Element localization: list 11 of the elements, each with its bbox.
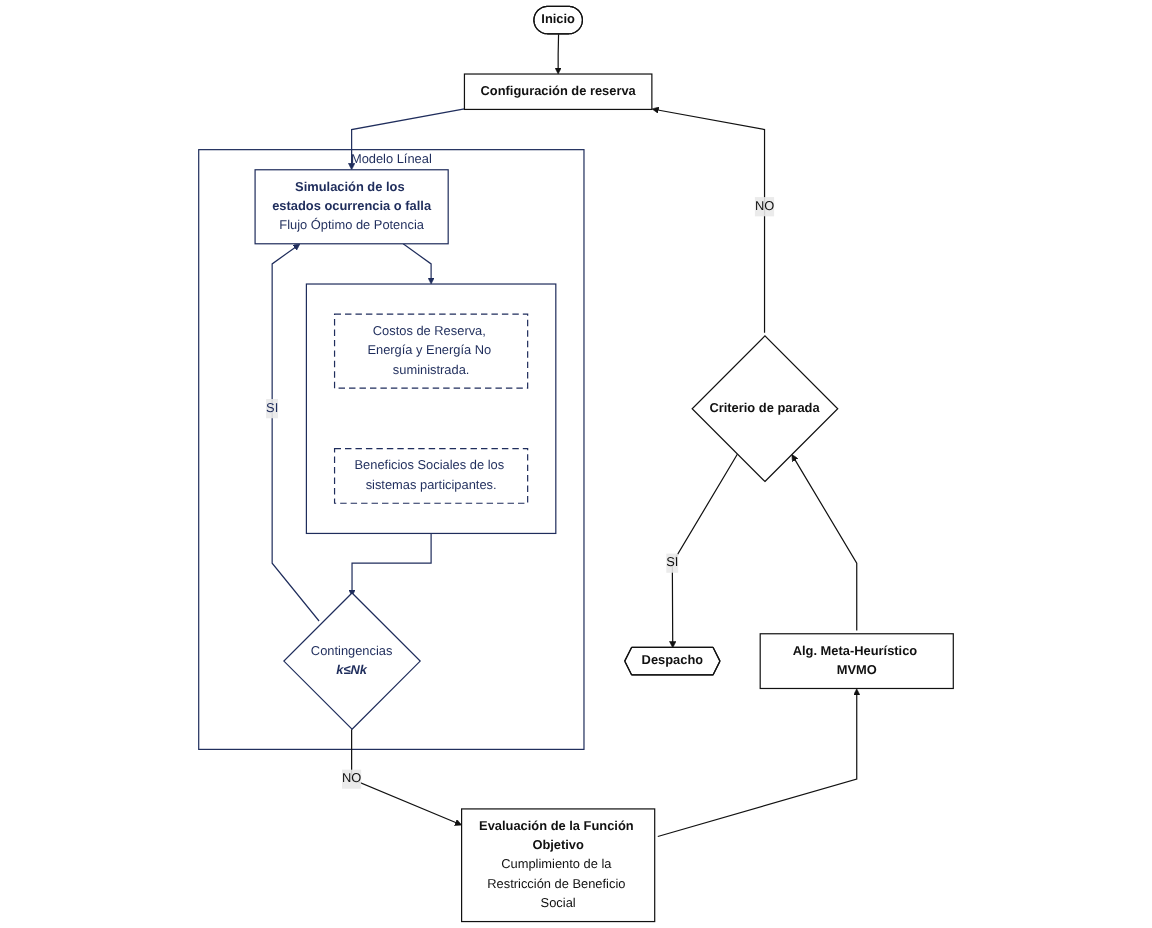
arrow	[348, 108, 466, 171]
arrow	[651, 106, 766, 334]
arrow	[657, 688, 861, 838]
arrow	[554, 33, 562, 75]
cluster	[305, 283, 557, 535]
arrow	[791, 454, 858, 632]
arrow	[351, 728, 462, 826]
arrow	[402, 243, 435, 285]
arrow	[271, 243, 320, 622]
arrow	[348, 532, 432, 597]
arrow	[669, 453, 738, 649]
